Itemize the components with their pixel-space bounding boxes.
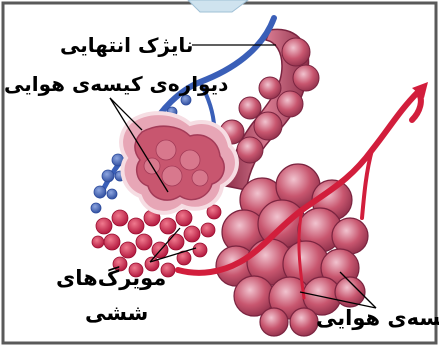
label-alveolar-wall: دیواره‌ی کیسه‌ی هوایی [4, 74, 228, 94]
label-pulmonary-capillaries-line1: مویرگ‌های [56, 268, 166, 289]
label-terminal-bronchiole: نایژک انتهایی [60, 35, 193, 55]
label-alveolar-sac: کیسه‌ی هوایی [316, 308, 439, 329]
top-tab-decoration [188, 0, 248, 12]
label-pulmonary-capillaries-line2: ششی [85, 303, 148, 324]
